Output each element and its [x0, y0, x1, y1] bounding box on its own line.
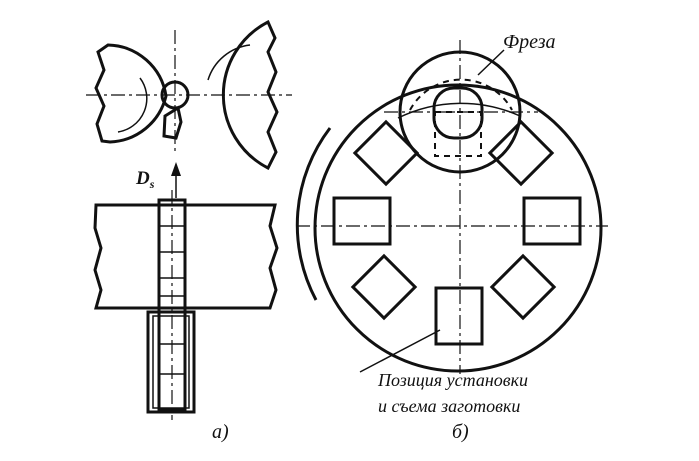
- caption-a: а): [212, 421, 229, 443]
- workpiece-lower-left: [350, 253, 418, 321]
- right-disc-inner-arc: [207, 44, 251, 81]
- cutter-label: Фреза: [503, 31, 556, 53]
- workpiece-bottom: [434, 286, 484, 346]
- position-leader-line: [359, 329, 441, 373]
- side-block: [93, 203, 279, 310]
- cutter-leader-line: [477, 49, 505, 76]
- clamp-inner: [152, 315, 190, 409]
- left-disc-section: [94, 43, 168, 144]
- workpiece-upper-right: [487, 119, 555, 187]
- workpiece-left: [332, 196, 392, 246]
- small-workpiece: [162, 105, 183, 140]
- caption-b: б): [452, 421, 469, 443]
- part-b-rotary-table: [295, 40, 608, 374]
- position-label-line1: Позиция установки: [377, 370, 528, 390]
- cutter-dash-arc: [409, 78, 513, 111]
- feed-direction: Ds: [135, 162, 181, 198]
- rotary-table-circle: [313, 83, 603, 373]
- part-a-top-view: [86, 19, 292, 171]
- right-disc-section: [221, 19, 279, 171]
- part-a-side-view: [93, 190, 279, 420]
- rotation-direction-arc: [295, 127, 332, 301]
- feed-label: Ds: [135, 168, 155, 191]
- workpiece-upper-left: [352, 119, 420, 187]
- left-disc-inner-arc: [117, 77, 148, 133]
- position-label-line2: и съема заготовки: [378, 396, 520, 416]
- clamp-outer: [146, 310, 196, 414]
- table-arc-over-cutter: [397, 102, 521, 119]
- workpiece-lower-right: [489, 253, 557, 321]
- workpiece-right: [522, 196, 582, 246]
- feed-arrow-head: [171, 162, 181, 176]
- spindle-hidden-outline: [434, 111, 482, 157]
